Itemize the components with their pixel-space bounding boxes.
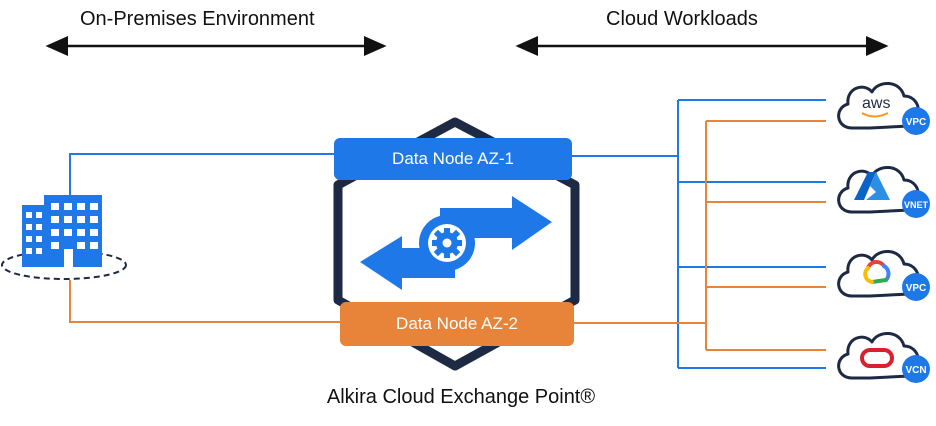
data-node-az1: Data Node AZ-1 (334, 138, 572, 180)
building-icon (1, 195, 127, 280)
cloud-aws: aws VPC (837, 82, 930, 135)
exchange-caption: Alkira Cloud Exchange Point® (0, 386, 936, 409)
onprem-to-az1-link (69, 153, 334, 196)
cloud-gcp: VPC (837, 250, 930, 301)
cloud-badge: VNET (904, 200, 929, 210)
exchange-arrows-icon (360, 196, 552, 290)
oracle-cloud-icon (860, 348, 894, 368)
aws-icon: aws (862, 95, 890, 112)
cloud-badge: VCN (905, 365, 926, 376)
cloud-heading: Cloud Workloads (606, 8, 758, 30)
gear-icon (432, 228, 462, 258)
data-node-az2: Data Node AZ-2 (340, 302, 574, 346)
az1-to-cloud-links (572, 99, 826, 369)
onprem-heading: On-Premises Environment (80, 8, 315, 30)
onprem-to-az2-link (69, 280, 340, 323)
google-cloud-icon (863, 260, 891, 284)
exchange-caption-text: Alkira Cloud Exchange Point® (326, 386, 596, 408)
cloud-badge: VPC (906, 283, 927, 294)
azure-icon (854, 172, 890, 200)
cloud-azure: VNET (837, 166, 930, 218)
cloud-oracle: VCN (837, 332, 930, 383)
az2-to-cloud-links (574, 120, 826, 351)
cloud-badge: VPC (906, 117, 927, 128)
